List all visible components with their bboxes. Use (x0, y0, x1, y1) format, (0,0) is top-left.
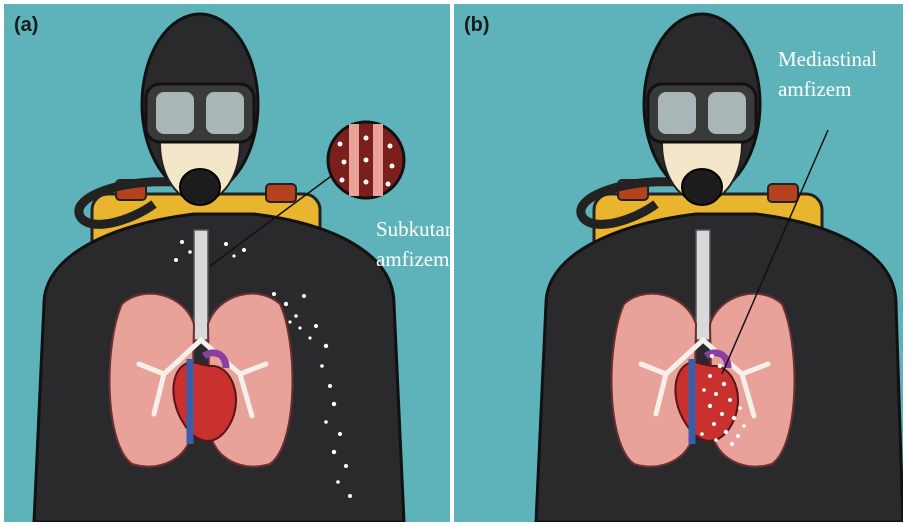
mask-lens-right (206, 92, 244, 134)
trachea (696, 230, 710, 340)
callout-subkutan-amfizem: Subkutan amfizem (376, 214, 450, 274)
panel-label-a: (a) (14, 14, 38, 37)
regulator (180, 169, 220, 205)
trachea (194, 230, 208, 340)
panel-label-b: (b) (464, 14, 490, 37)
tank-valve-right (768, 184, 798, 202)
panel-b: (b) Mediastinal amfizem (454, 4, 903, 522)
tank-valve-right (266, 184, 296, 202)
mask-lens-left (156, 92, 194, 134)
panel-a: (a) Subkutan amfizem (4, 4, 450, 522)
mask-lens-right (708, 92, 746, 134)
mask-lens-left (658, 92, 696, 134)
callout-mediastinal-amfizem: Mediastinal amfizem (778, 44, 877, 104)
callout-line-2: amfizem (778, 74, 877, 104)
callout-line-2: amfizem (376, 244, 450, 274)
callout-line-1: Mediastinal (778, 44, 877, 74)
regulator (682, 169, 722, 205)
callout-line-1: Subkutan (376, 214, 450, 244)
